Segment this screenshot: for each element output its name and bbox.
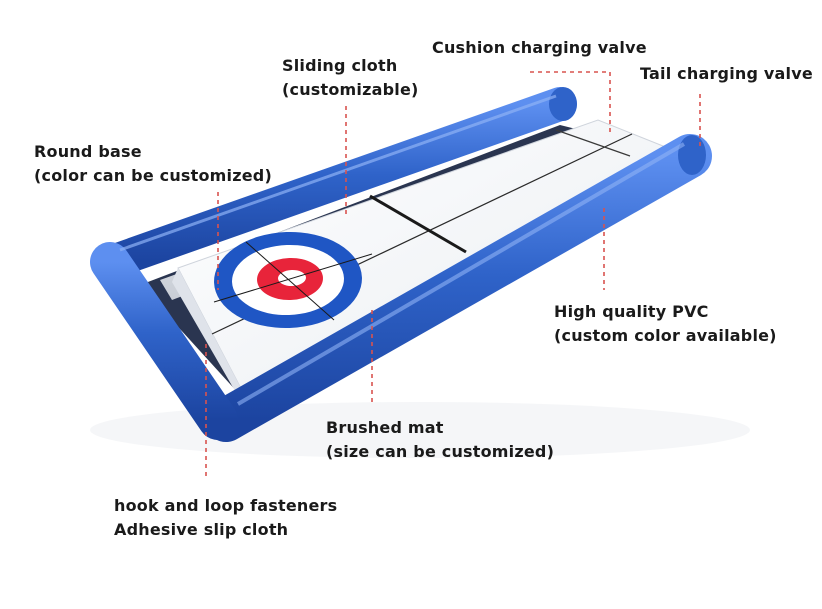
back-tube-cap <box>549 87 577 121</box>
label-pvc-line2: (custom color available) <box>554 326 777 345</box>
label-round-base: Round base (color can be customized) <box>34 140 272 188</box>
label-brushed-mat-line1: Brushed mat <box>326 418 444 437</box>
label-fasteners: hook and loop fasteners Adhesive slip cl… <box>114 494 337 542</box>
hog-line <box>369 194 467 254</box>
label-sliding-cloth-line1: Sliding cloth <box>282 56 398 75</box>
leader-cushion-valve <box>530 71 611 136</box>
front-tube-cap <box>678 135 706 175</box>
label-fasteners-line1: hook and loop fasteners <box>114 496 338 515</box>
front-tube-highlight <box>236 142 686 406</box>
leader-lines <box>205 71 701 480</box>
label-round-base-line2: (color can be customized) <box>34 166 272 185</box>
label-brushed-mat: Brushed mat (size can be customized) <box>326 416 554 464</box>
back-line <box>555 129 631 157</box>
label-brushed-mat-line2: (size can be customized) <box>326 442 555 461</box>
label-sliding-cloth: Sliding cloth (customizable) <box>282 54 419 102</box>
back-tube <box>95 87 577 279</box>
front-tube <box>204 134 712 442</box>
label-fasteners-line2: Adhesive slip cloth <box>114 520 289 539</box>
label-cushion-valve-line1: Cushion charging valve <box>432 38 647 57</box>
label-round-base-line1: Round base <box>34 142 142 161</box>
head-tube <box>90 242 238 440</box>
label-pvc: High quality PVC (custom color available… <box>554 300 777 348</box>
back-tube-highlight <box>119 94 557 252</box>
label-sliding-cloth-line2: (customizable) <box>282 80 419 99</box>
label-pvc-line1: High quality PVC <box>554 302 709 321</box>
label-tail-valve: Tail charging valve <box>640 62 813 86</box>
label-tail-valve-line1: Tail charging valve <box>640 64 813 83</box>
label-cushion-valve: Cushion charging valve <box>432 36 647 60</box>
curling-target <box>213 231 373 329</box>
mat-front-edge <box>172 268 246 410</box>
